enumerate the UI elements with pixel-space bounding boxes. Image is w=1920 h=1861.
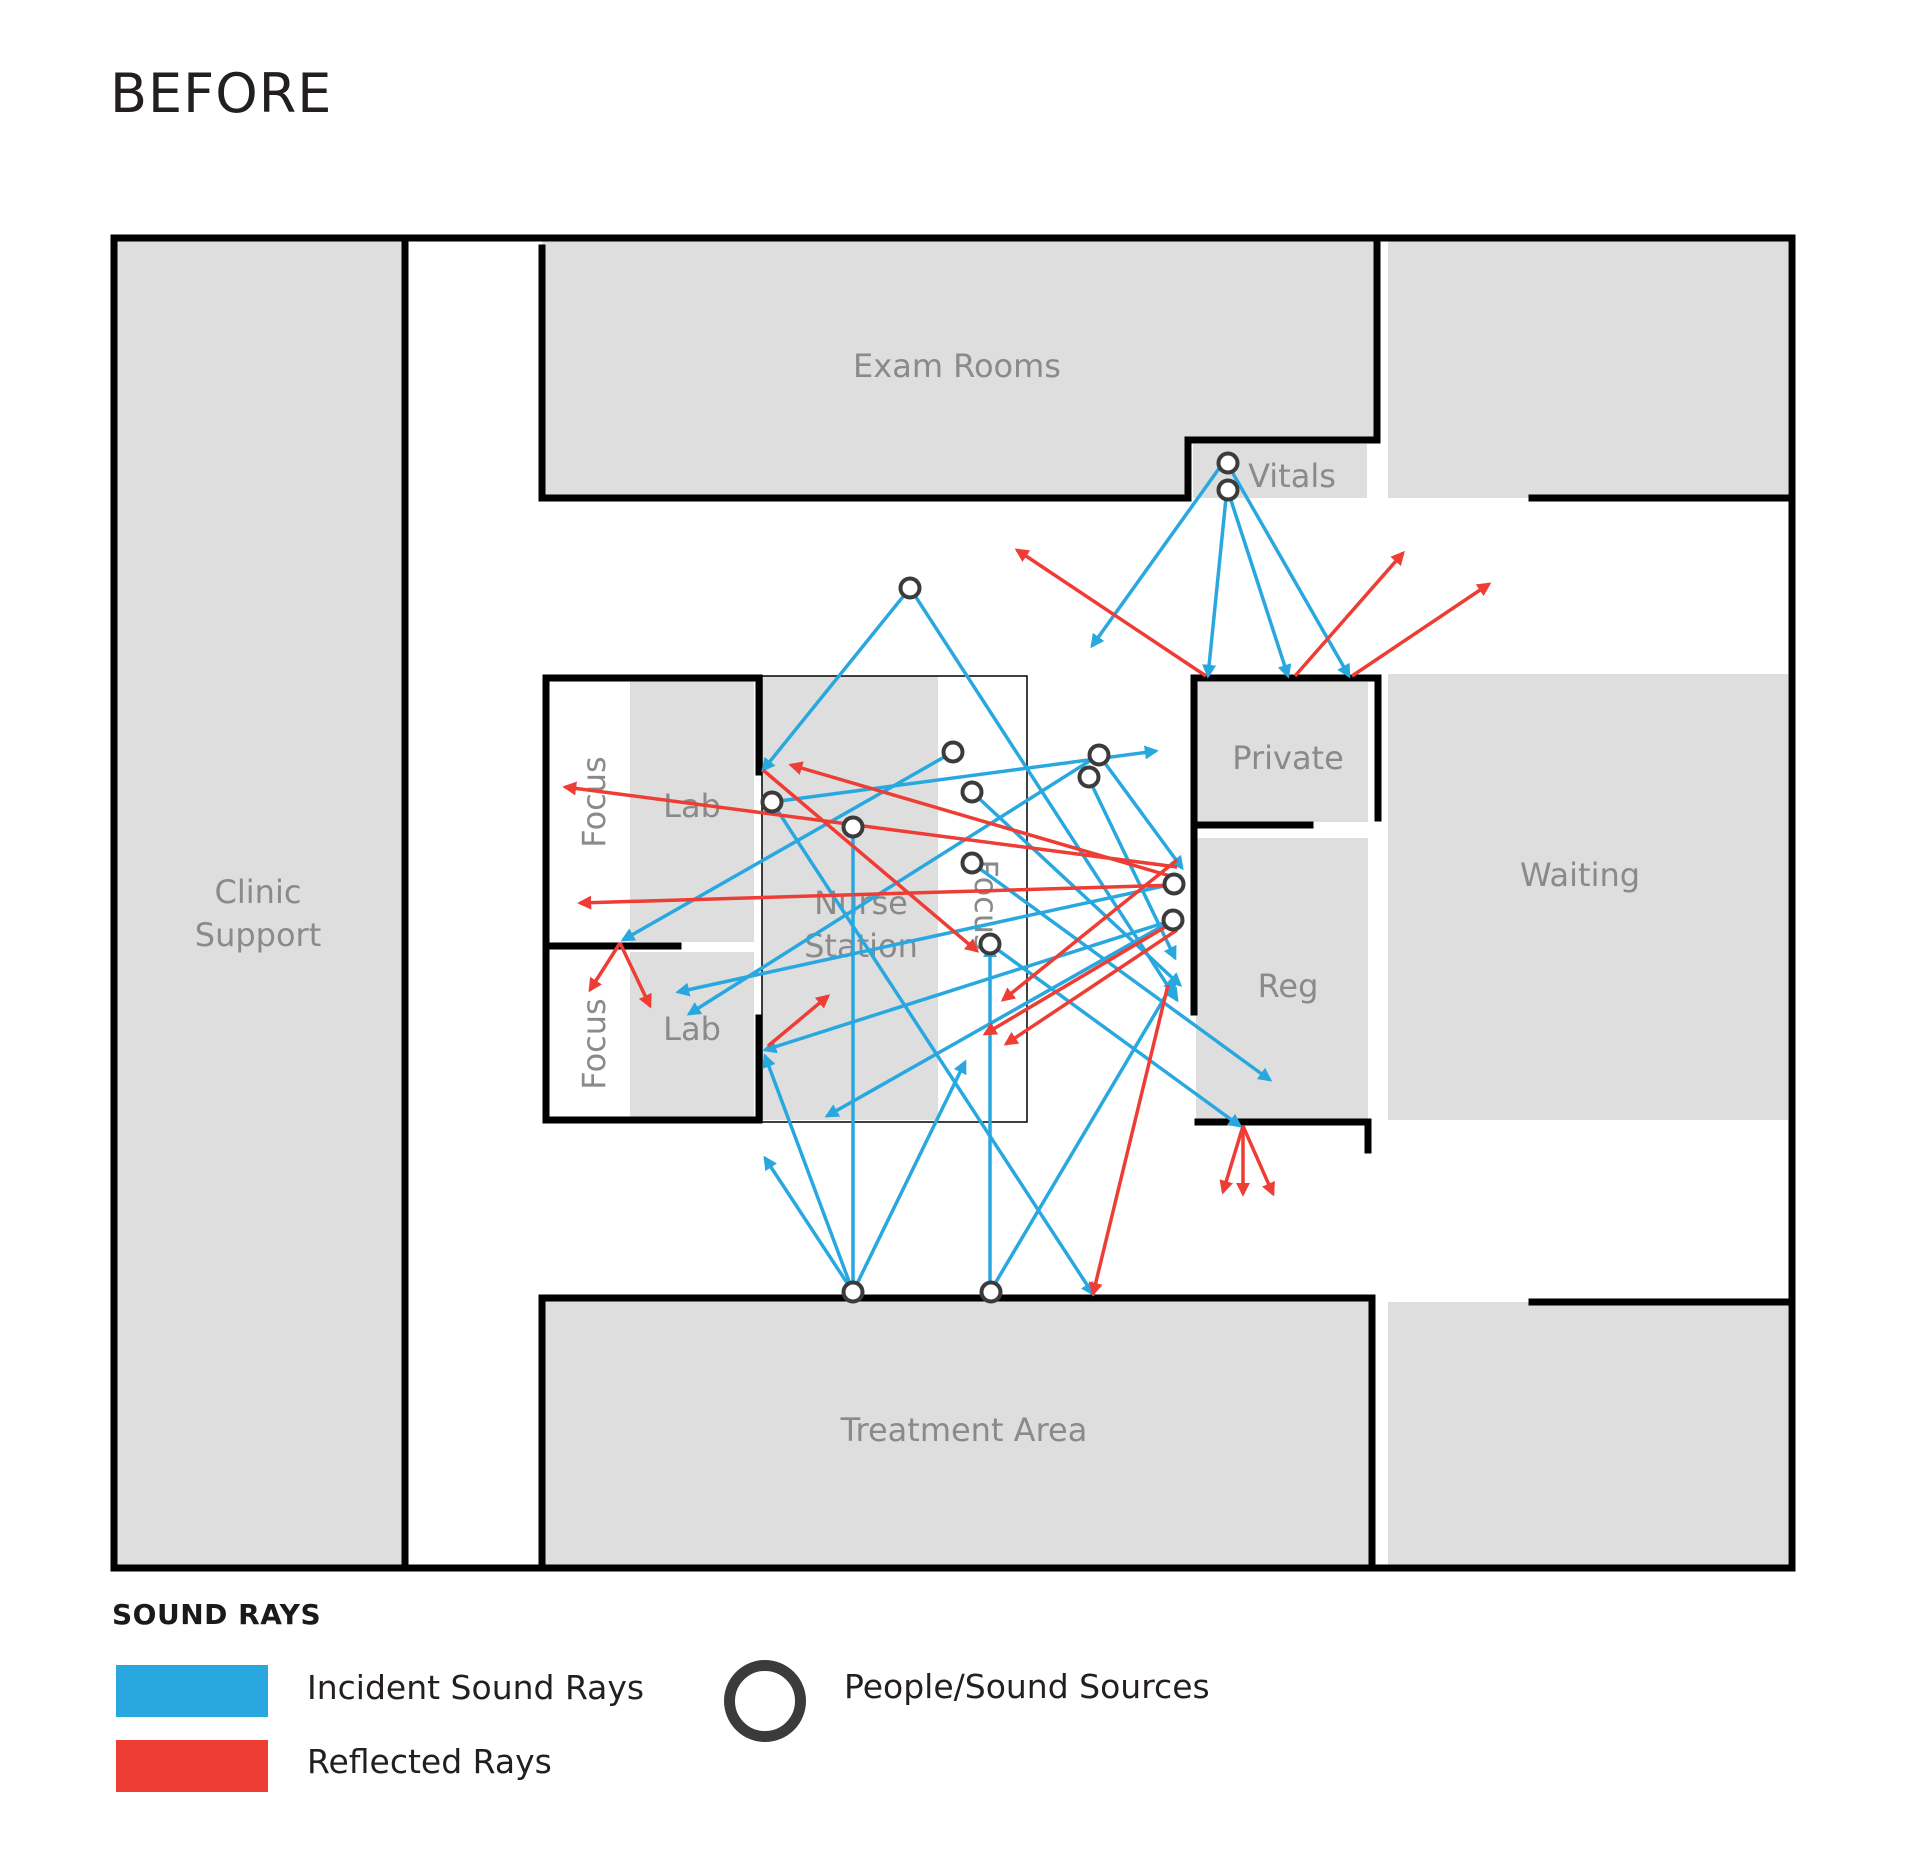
reflected-ray — [562, 781, 1178, 869]
reg-bottom-wall — [1194, 1118, 1372, 1154]
reflected-ray — [766, 994, 831, 1048]
reflected-ray — [1219, 1125, 1245, 1195]
sound-source — [1216, 451, 1240, 475]
incident-ray — [762, 918, 1174, 1054]
clinic-support-label-2: Support — [195, 916, 322, 954]
incident-ray — [988, 977, 1177, 1293]
top-right-room — [1388, 240, 1788, 498]
incident-ray — [675, 882, 1174, 997]
sound-source — [941, 740, 965, 764]
private-room — [1196, 682, 1368, 822]
reflected-ray — [761, 768, 980, 953]
walls — [110, 234, 1796, 1572]
incident-legend-label: Incident Sound Rays — [307, 1668, 645, 1707]
waiting-label: Waiting — [1520, 856, 1640, 894]
reflected-ray — [1293, 550, 1405, 678]
focus-top-label: Focus — [575, 756, 613, 847]
incident-rays — [620, 461, 1351, 1297]
lab-block-top-wall — [542, 674, 763, 1124]
incident-ray — [970, 861, 1273, 1082]
sources-legend-label: People/Sound Sources — [844, 1667, 1210, 1706]
sound-source — [1162, 872, 1186, 896]
incident-ray — [908, 587, 1179, 1003]
reflected-ray — [1003, 928, 1178, 1046]
incident-ray — [763, 1155, 855, 1293]
reflected-legend-label: Reflected Rays — [307, 1742, 552, 1781]
sound-source — [1216, 478, 1240, 502]
sound-source — [841, 815, 865, 839]
incident-ray — [988, 942, 1243, 1128]
reflected-ray — [1351, 582, 1492, 678]
bottom-right-room — [1388, 1302, 1788, 1566]
sound-source-legend-icon — [724, 1660, 806, 1742]
clinic-support-label-1: Clinic — [215, 873, 302, 911]
treatment-area-label: Treatment Area — [840, 1411, 1088, 1449]
incident-swatch — [116, 1665, 268, 1717]
legend-title: SOUND RAYS — [112, 1598, 322, 1631]
reg-label: Reg — [1258, 967, 1319, 1005]
sound-source — [960, 780, 984, 804]
reflected-ray — [788, 761, 1178, 880]
reflected-ray — [588, 942, 622, 993]
reflected-ray — [577, 883, 1178, 910]
clinic-support-room — [116, 240, 404, 1566]
sound-source — [760, 790, 784, 814]
reflected-ray — [1241, 1125, 1275, 1197]
incident-ray — [824, 918, 1174, 1118]
incident-ray — [686, 753, 1100, 1016]
sound-source — [960, 851, 984, 875]
outer-wall — [110, 234, 1796, 1572]
reflected-ray — [1000, 858, 1179, 1002]
sound-source — [841, 1280, 865, 1304]
incident-ray — [851, 1059, 967, 1293]
sound-source — [1161, 908, 1185, 932]
incident-ray — [1097, 753, 1184, 871]
reflected-ray — [982, 918, 1178, 1036]
treatment-area-room — [542, 1298, 1372, 1566]
incident-ray — [1225, 487, 1292, 679]
sound-source — [979, 1280, 1003, 1304]
incident-ray — [1202, 487, 1229, 679]
vitals-label: Vitals — [1248, 457, 1336, 495]
incident-ray — [761, 586, 912, 773]
sound-sources — [760, 451, 1240, 1304]
reflected-ray — [1014, 548, 1207, 678]
incident-ray — [762, 1053, 855, 1293]
sound-source — [898, 576, 922, 600]
lab-bottom-label: Lab — [663, 1010, 721, 1048]
sound-source — [1077, 765, 1101, 789]
reg-room — [1196, 838, 1368, 1120]
reflected-ray — [618, 942, 652, 1009]
sound-source — [978, 932, 1002, 956]
room-fills — [116, 240, 1788, 1566]
page-title: BEFORE — [110, 62, 333, 125]
exam-rooms-label: Exam Rooms — [853, 347, 1061, 385]
private-label: Private — [1232, 739, 1344, 777]
reflected-swatch — [116, 1740, 268, 1792]
sound-source — [1087, 743, 1111, 767]
incident-ray — [1225, 462, 1351, 679]
exam-rooms-room — [542, 240, 1375, 498]
incident-ray — [620, 750, 954, 942]
treatment-area-wall — [538, 1294, 1376, 1572]
reflected-ray — [1088, 984, 1170, 1297]
reflected-rays — [562, 548, 1492, 1297]
waiting-room — [1388, 674, 1788, 1120]
incident-ray — [770, 801, 1095, 1297]
focus-bottom-label: Focus — [575, 998, 613, 1089]
